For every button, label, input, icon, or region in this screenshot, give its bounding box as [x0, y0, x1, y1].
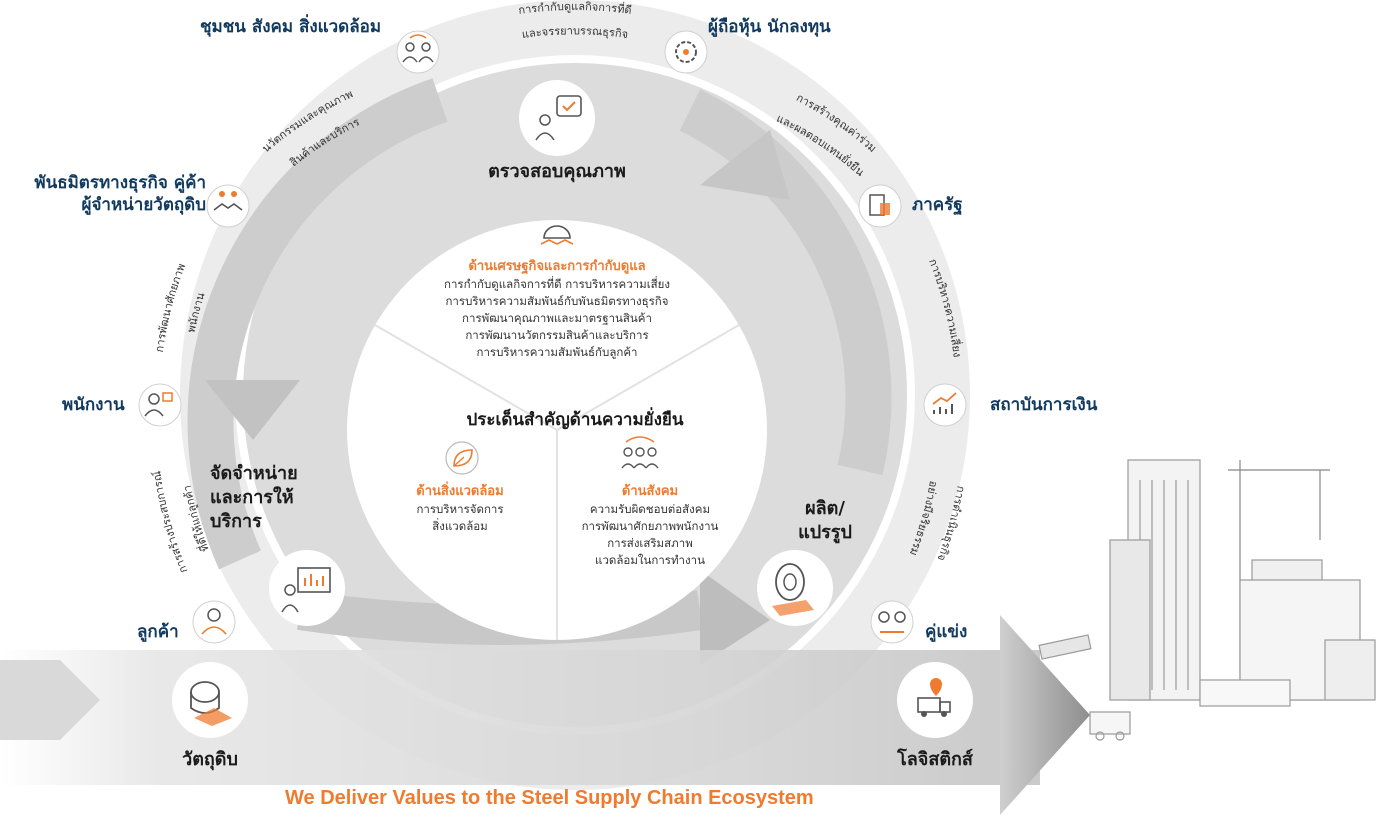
- city-illustration: [1038, 459, 1376, 741]
- competitor-icon: [870, 600, 914, 644]
- truck-location-icon: [897, 662, 973, 738]
- flow-arrow-left: [187, 78, 448, 570]
- center-divider-left: [374, 324, 558, 431]
- environment-section: ด้านสิ่งแวดล้อม การบริหารจัดการ สิ่งแวดล…: [400, 483, 520, 535]
- stage-distribution: จัดจำหน่าย และการให้ บริการ: [210, 462, 320, 534]
- social-heading: ด้านสังคม: [621, 484, 679, 499]
- environment-item: การบริหารจัดการ: [416, 502, 504, 516]
- people-group-icon: [396, 30, 440, 74]
- leaf-icon: [445, 441, 479, 475]
- environment-heading: ด้านสิ่งแวดล้อม: [416, 484, 504, 499]
- stakeholder-partners-line1: พันธมิตรทางธุรกิจ คู่ค้า: [34, 173, 206, 193]
- economic-section: ด้านเศรษฐกิจและการกำกับดูแล การกำกับดูแล…: [397, 258, 717, 361]
- team-icon: [621, 436, 659, 469]
- economic-item: การพัฒนานวัตกรรมสินค้าและบริการ: [465, 328, 649, 342]
- flow-arrowhead-right: [700, 130, 790, 200]
- stage-logistics: โลจิสติกส์: [897, 749, 973, 770]
- stage-quality: ตรวจสอบคุณภาพ: [488, 161, 626, 182]
- stakeholder-community: ชุมชน สังคม สิ่งแวดล้อม: [200, 17, 382, 37]
- stage-distribution-line3: บริการ: [210, 511, 262, 532]
- handshake-icon: [206, 184, 250, 228]
- social-section: ด้านสังคม ความรับผิดชอบต่อสังคม การพัฒนา…: [560, 483, 740, 569]
- ring-talent-1: การพัฒนาศักยภาพ: [153, 262, 188, 353]
- customer-icon: [192, 600, 236, 644]
- building-icon: [858, 184, 902, 228]
- stakeholder-partners-line2: ผู้จำหน่ายวัตถุดิบ: [81, 195, 206, 215]
- stage-production: ผลิต/ แปรรูป: [785, 497, 865, 545]
- stakeholder-shareholders: ผู้ถือหุ้น นักลงทุน: [708, 17, 831, 37]
- economic-item: การบริหารความสัมพันธ์กับลูกค้า: [476, 345, 638, 359]
- stakeholder-government: ภาครัฐ: [912, 195, 963, 215]
- stakeholder-employees: พนักงาน: [62, 395, 125, 415]
- social-item: แวดล้อมในการทำงาน: [595, 553, 705, 567]
- coil-icon: [757, 550, 833, 626]
- gear-people-icon: [664, 30, 708, 74]
- economic-item: การบริหารความสัมพันธ์กับพันธมิตรทางธุรกิ…: [445, 294, 669, 308]
- social-item: ความรับผิดชอบต่อสังคม: [589, 502, 711, 516]
- economic-item: การกำกับดูแลกิจการที่ดี การบริหารความเสี…: [444, 277, 670, 291]
- social-item: การส่งเสริมสภาพ: [607, 536, 693, 550]
- center-title: ประเด็นสำคัญด้านความยั่งยืน: [466, 410, 684, 430]
- social-item: การพัฒนาศักยภาพพนักงาน: [581, 519, 719, 533]
- supply-band: [0, 650, 1040, 785]
- stage-raw-material: วัตถุดิบ: [182, 749, 238, 770]
- band-chevron: [0, 660, 100, 740]
- stakeholder-partners: พันธมิตรทางธุรกิจ คู่ค้า ผู้จำหน่ายวัตถุ…: [10, 172, 206, 216]
- stage-distribution-line1: จัดจำหน่าย: [210, 463, 298, 484]
- chart-growth-icon: [923, 383, 967, 427]
- employee-icon: [138, 383, 182, 427]
- stakeholder-customers: ลูกค้า: [137, 622, 179, 642]
- helmet-handshake-icon: [540, 225, 574, 245]
- environment-item: สิ่งแวดล้อม: [432, 519, 488, 533]
- stakeholder-financial: สถาบันการเงิน: [990, 395, 1098, 415]
- stage-production-line1: ผลิต/: [805, 498, 845, 519]
- flow-arrowhead-left: [205, 380, 300, 440]
- economic-heading: ด้านเศรษฐกิจและการกำกับดูแล: [468, 259, 646, 274]
- clipboard-check-icon: [519, 80, 595, 156]
- big-arrow-head: [1000, 615, 1090, 815]
- economic-item: การพัฒนาคุณภาพและมาตรฐานสินค้า: [462, 311, 652, 325]
- stakeholder-competitors: คู่แข่ง: [925, 622, 968, 642]
- flow-arrowhead-bottom: [700, 570, 770, 665]
- steel-roll-icon: [172, 662, 248, 738]
- flow-arrow-right: [679, 89, 892, 476]
- presentation-icon: [269, 550, 345, 626]
- stage-distribution-line2: และการให้: [210, 487, 294, 508]
- center-divider-right: [556, 324, 740, 431]
- tagline: We Deliver Values to the Steel Supply Ch…: [285, 787, 814, 809]
- ring-governance-1: การกำกับดูแลกิจการที่ดี: [518, 0, 633, 17]
- stage-production-line2: แปรรูป: [798, 522, 852, 543]
